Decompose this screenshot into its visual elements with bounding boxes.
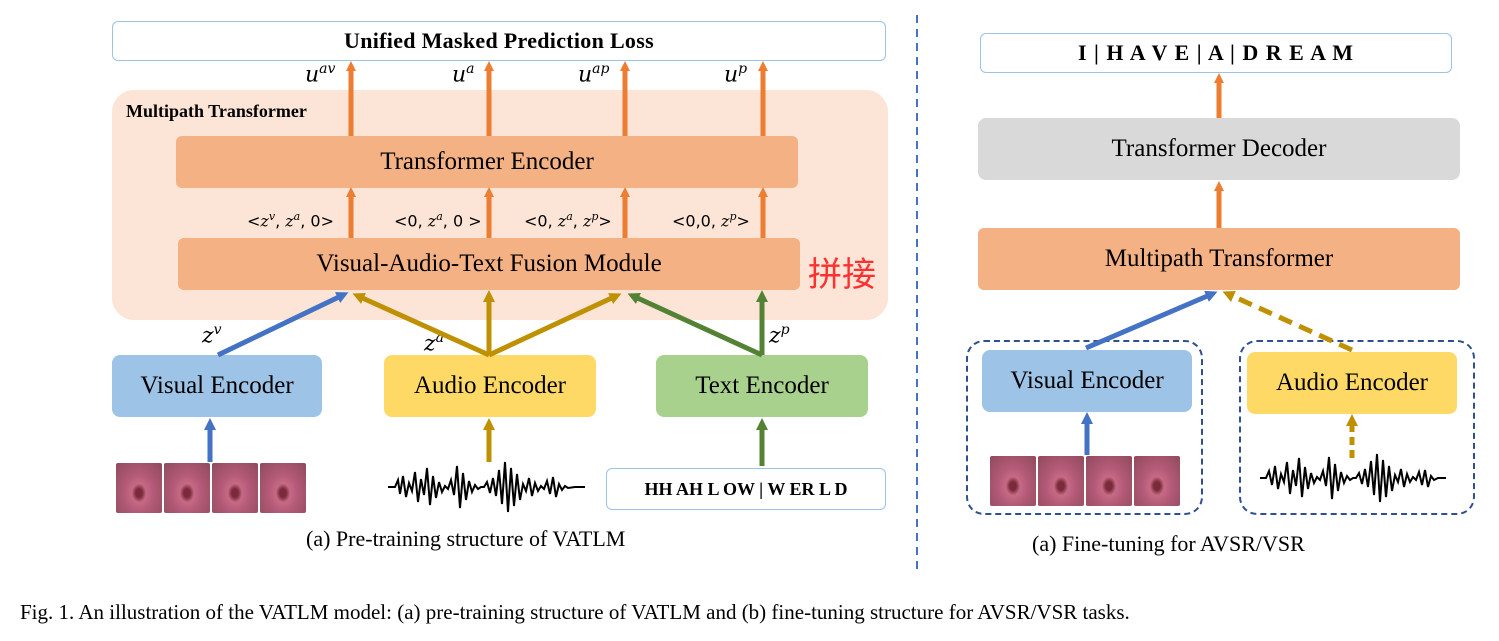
tuple-audio: <0, za, 0 > [394,210,482,231]
output-label-ua: ua [452,61,475,88]
text-encoder-label: Text Encoder [695,372,829,399]
fusion-annotation: 拼接 [808,255,876,295]
lip-frame [260,463,306,513]
visual-encoder-label: Visual Encoder [140,372,294,399]
text-encoder-box: Text Encoder [656,355,868,417]
right-caption: (a) Fine-tuning for AVSR/VSR [1032,531,1305,556]
fusion-module-box: Visual-Audio-Text Fusion Module [178,238,800,290]
tuple-text: <0,0, zp> [672,210,750,231]
transformer-encoder-label: Transformer Encoder [380,148,594,175]
ft-visual-encoder-label: Visual Encoder [1010,367,1164,394]
arrow-ft-visual [1085,290,1218,351]
loss-label: Unified Masked Prediction Loss [344,28,654,53]
fusion-module-label: Visual-Audio-Text Fusion Module [316,250,662,277]
tuple-visual-audio: <zv, za, 0> [247,210,334,231]
output-sequence-box: I | H A V E | A | D R E A M [980,33,1452,73]
lip-frame [1086,456,1132,506]
visual-input-group [966,340,1203,515]
lip-frame [990,456,1036,506]
z-visual-label: zv [202,322,222,349]
ft-audio-encoder-box: Audio Encoder [1247,352,1457,414]
multipath-transformer-box: Multipath Transformer [978,228,1460,290]
output-label-uav: uav [305,61,336,88]
lip-frame [1134,456,1180,506]
ft-visual-encoder-box: Visual Encoder [982,350,1192,412]
output-sequence-label: I | H A V E | A | D R E A M [1077,40,1355,65]
left-caption: (a) Pre-training structure of VATLM [306,526,626,551]
visual-encoder-box: Visual Encoder [112,355,322,417]
text-input-box: HH AH L OW | W ER L D [606,468,886,510]
arrow-zp-left [627,293,764,358]
tuple-audio-text: <0, za, zp> [524,210,612,231]
transformer-decoder-box: Transformer Decoder [978,118,1460,180]
audio-encoder-box: Audio Encoder [384,355,596,417]
arrow-zv [216,292,349,358]
z-text-label: zp [769,322,790,349]
audio-encoder-label: Audio Encoder [413,372,567,399]
arrow-ft-audio [1222,291,1354,353]
arrow-za-right [487,293,622,358]
ft-audio-waveform [1260,453,1446,503]
lip-frame [1038,456,1084,506]
output-label-up: up [724,61,748,88]
audio-input-group [1239,340,1475,515]
arrow-za-left [352,292,491,358]
lip-frame [164,463,210,513]
transformer-encoder-box: Transformer Encoder [176,136,798,188]
multipath-transformer-label: Multipath Transformer [1104,245,1334,272]
figure-caption: Fig. 1. An illustration of the VATLM mod… [20,600,1130,624]
ft-audio-encoder-label: Audio Encoder [1275,369,1429,396]
panel-title: Multipath Transformer [126,101,307,121]
loss-box: Unified Masked Prediction Loss [112,21,886,61]
z-audio-label: za [424,330,444,357]
transformer-decoder-label: Transformer Decoder [1111,135,1327,162]
lip-frame [212,463,258,513]
audio-waveform [388,461,585,513]
lip-frame [116,463,162,513]
output-label-uap: uap [578,61,610,88]
text-input-label: HH AH L OW | W ER L D [644,478,848,499]
